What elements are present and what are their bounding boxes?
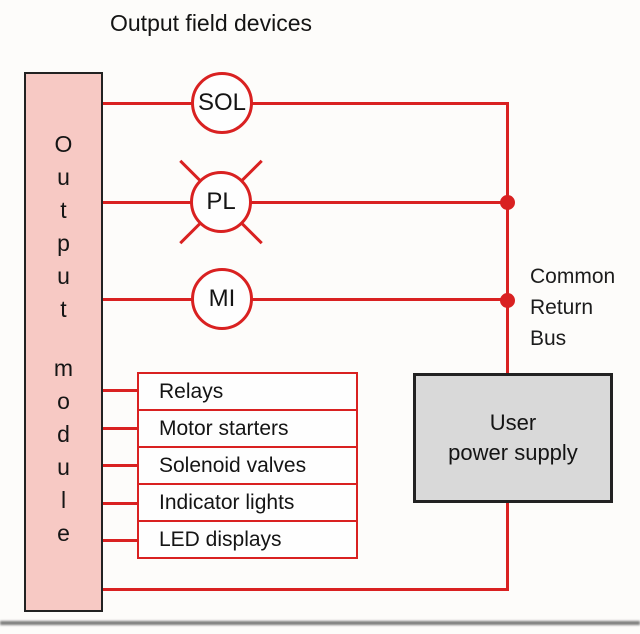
device-box-label: Indicator lights: [159, 490, 295, 514]
pilot-light-label: PL: [206, 188, 236, 215]
module-letter: t: [60, 296, 67, 322]
power-supply-label-line1: User: [489, 410, 537, 435]
pilot-light-symbol: PL: [190, 171, 252, 233]
module-letter: u: [57, 454, 70, 480]
wire-stub-relays: [101, 389, 138, 392]
bus-junction-dot-pl: [500, 195, 515, 210]
module-letter: m: [53, 355, 74, 381]
wire-stub-motor-starters: [101, 427, 138, 430]
module-letter: e: [57, 520, 70, 546]
wire-mi-row: [101, 298, 509, 301]
output-module-label: O u t p u t m o d u l e: [26, 128, 101, 550]
wire-pl-row: [101, 201, 509, 204]
wire-bottom-return: [101, 588, 509, 591]
solenoid-symbol: SOL: [191, 72, 253, 134]
bus-label-line1: Common: [530, 265, 616, 288]
device-type-list: Relays Motor starters Solenoid valves In…: [137, 372, 358, 559]
common-return-bus-label: Common Return Bus: [530, 261, 615, 354]
module-letter: u: [57, 164, 70, 190]
output-module-box: O u t p u t m o d u l e: [24, 72, 103, 612]
device-box-label: LED displays: [159, 527, 282, 551]
module-letter: o: [57, 388, 70, 414]
motor-label: MI: [208, 285, 236, 312]
wire-stub-led-displays: [101, 539, 138, 542]
common-return-bus-line-upper: [506, 102, 509, 374]
power-supply-label-line2: power supply: [448, 440, 578, 465]
solenoid-label: SOL: [197, 89, 247, 116]
device-box-motor-starters: Motor starters: [137, 409, 358, 448]
device-box-label: Solenoid valves: [159, 453, 307, 477]
device-box-led-displays: LED displays: [137, 520, 358, 559]
device-box-indicator-lights: Indicator lights: [137, 483, 358, 522]
device-box-relays: Relays: [137, 372, 358, 411]
wire-stub-indicator-lights: [101, 502, 138, 505]
motor-symbol: MI: [191, 268, 253, 330]
wire-sol-row: [101, 102, 509, 105]
module-letter: d: [57, 421, 70, 447]
device-box-solenoid-valves: Solenoid valves: [137, 446, 358, 485]
device-box-label: Motor starters: [159, 416, 289, 440]
wire-stub-solenoid-valves: [101, 464, 138, 467]
bus-label-line2: Return: [530, 296, 594, 319]
module-letter: O: [54, 131, 73, 157]
page-bottom-edge-line: [0, 621, 640, 625]
diagram-title: Output field devices: [110, 10, 313, 36]
module-letter: u: [57, 263, 70, 289]
module-letter: t: [60, 197, 67, 223]
device-box-label: Relays: [159, 379, 224, 403]
common-return-bus-line-lower: [506, 502, 509, 591]
module-letter: l: [60, 487, 67, 513]
user-power-supply-box: User power supply: [413, 373, 613, 503]
bus-label-line3: Bus: [530, 327, 567, 350]
bus-junction-dot-mi: [500, 293, 515, 308]
module-letter: p: [57, 230, 70, 256]
